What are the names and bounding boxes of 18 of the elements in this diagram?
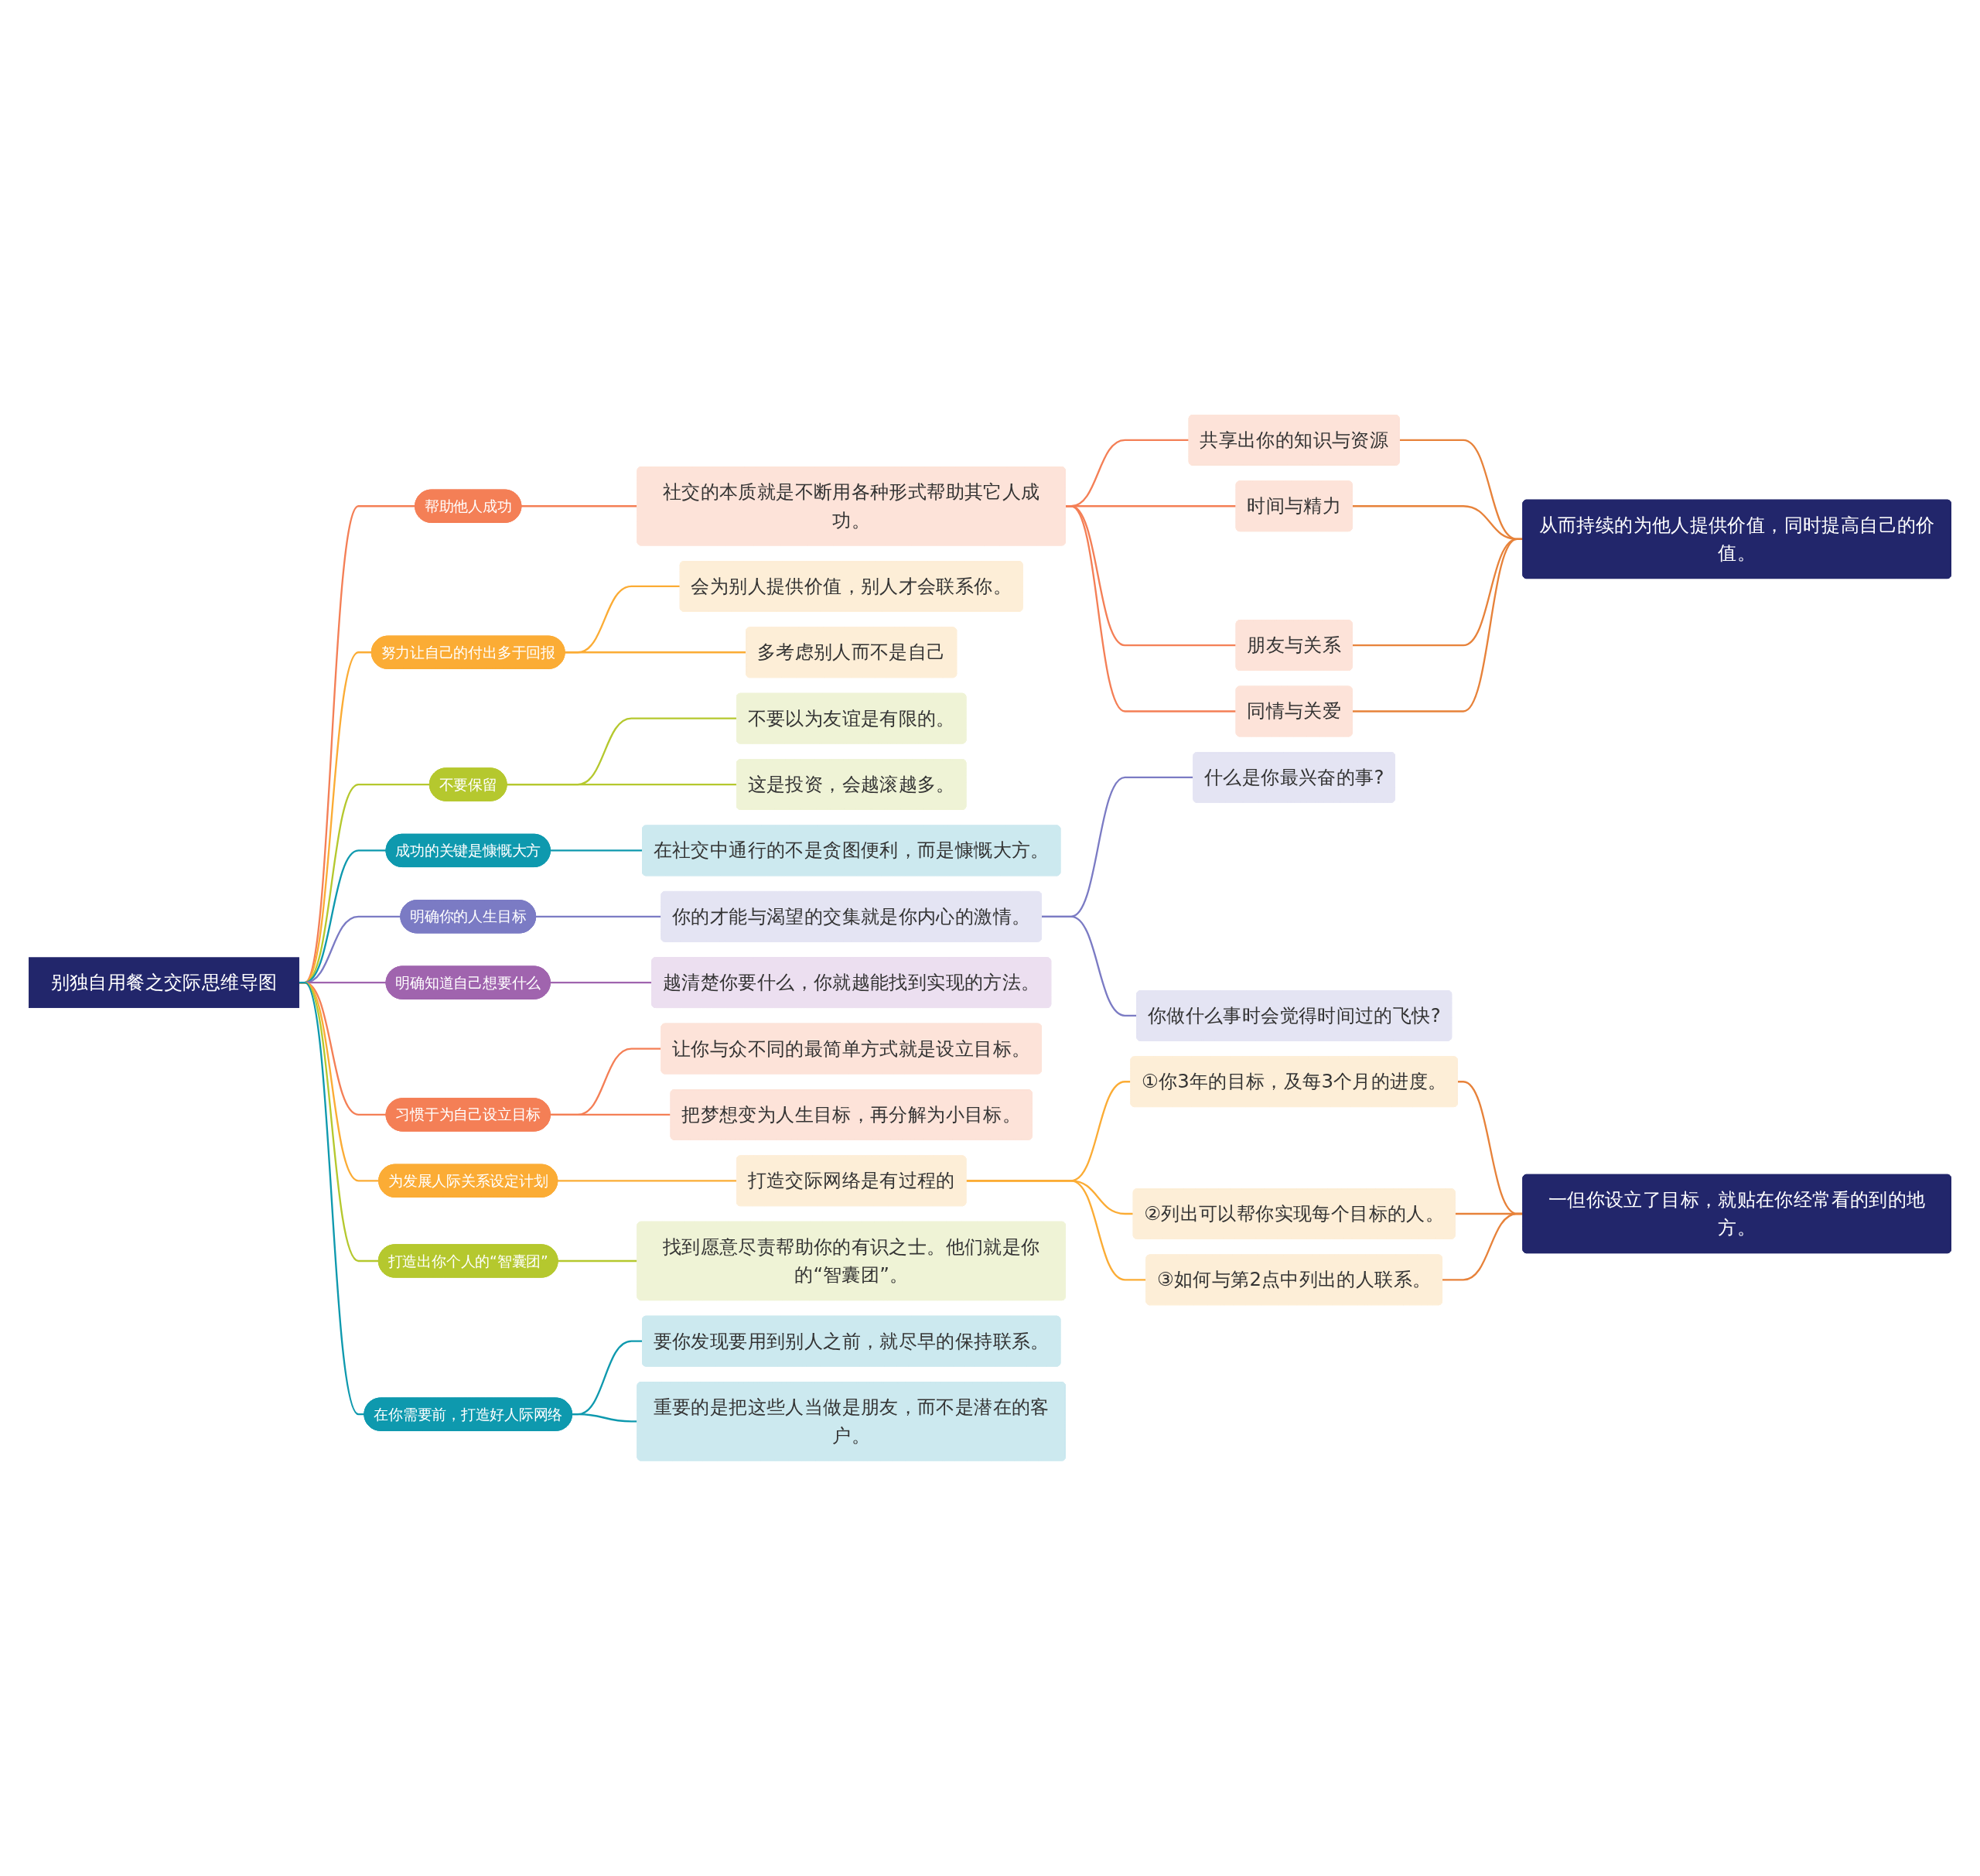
- connector: [565, 651, 746, 654]
- connector: [535, 915, 661, 918]
- connector: [550, 1114, 671, 1116]
- connector: [1352, 538, 1523, 712]
- connector: [521, 505, 637, 507]
- connector: [299, 982, 364, 1416]
- connector: [1065, 505, 1237, 712]
- connector: [572, 1413, 637, 1423]
- connector: [558, 1260, 637, 1263]
- connector: [557, 1180, 737, 1182]
- node-box: 别独自用餐之交际思维导图: [29, 957, 299, 1009]
- connector: [1442, 1213, 1523, 1281]
- connector: [550, 982, 652, 984]
- connector: [507, 784, 737, 786]
- connector: [965, 1180, 1146, 1281]
- connector: [507, 717, 737, 786]
- connector: [550, 849, 643, 852]
- connector: [1041, 915, 1137, 1017]
